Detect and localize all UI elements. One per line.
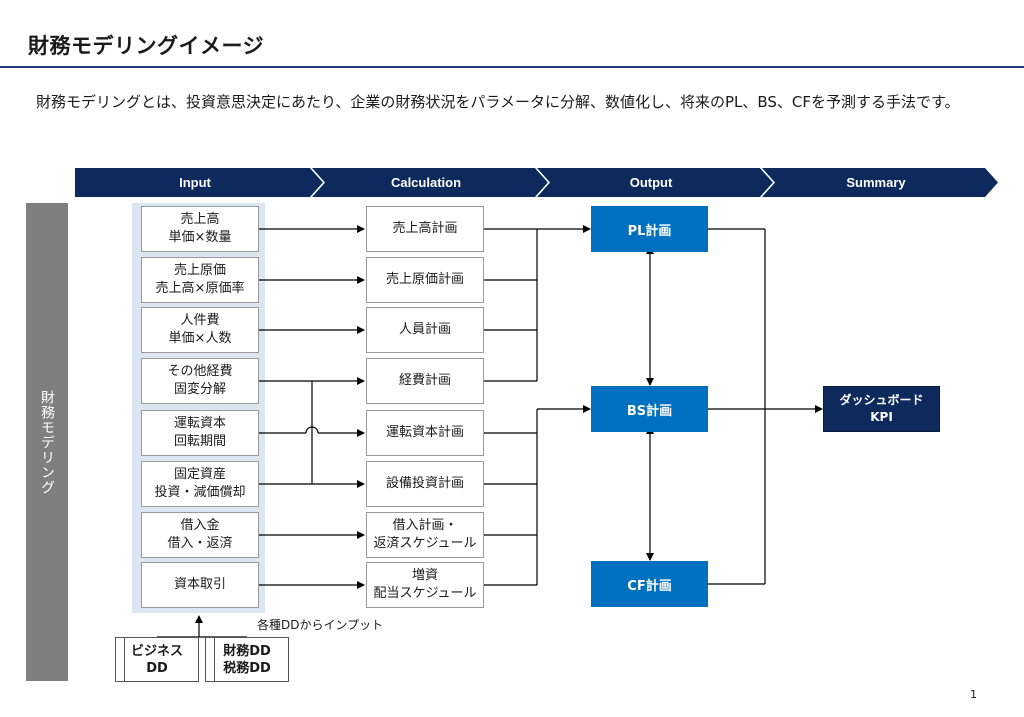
calc-box-working-capital-plan: 運転資本計画 (366, 410, 484, 456)
page-number: 1 (970, 688, 977, 701)
calc-box-expense-plan: 経費計画 (366, 358, 484, 404)
dd-box-finance-tax: 財務DD 税務DD (205, 637, 289, 682)
input-label: 借入金 (180, 518, 220, 533)
input-box-capital-transactions: 資本取引 (141, 562, 259, 608)
phase-label-summary: Summary (846, 175, 906, 190)
input-label: 人件費 (180, 313, 220, 328)
calc-sublabel: 返済スケジュール (373, 536, 477, 551)
input-sublabel: 単価×人数 (168, 331, 232, 346)
input-box-fixed-assets: 固定資産 投資・減価償却 (141, 461, 259, 507)
input-box-borrowings: 借入金 借入・返済 (141, 512, 259, 558)
input-box-sales: 売上高 単価×数量 (141, 206, 259, 252)
input-sublabel: 売上高×原価率 (155, 281, 245, 296)
input-box-other-expenses: その他経費 固変分解 (141, 358, 259, 404)
input-sublabel: 借入・返済 (167, 536, 233, 551)
phase-label-calculation: Calculation (390, 175, 462, 190)
input-box-working-capital: 運転資本 回転期間 (141, 410, 259, 456)
phase-chevron-output (536, 168, 773, 197)
calc-label: 売上高計画 (392, 221, 458, 236)
sidebar-label: 財務モデリング (39, 390, 55, 495)
description-text: 財務モデリングとは、投資意思決定にあたり、企業の財務状況をパラメータに分解、数値… (36, 93, 960, 111)
title-divider (0, 66, 1024, 68)
phase-chevron-summary (761, 168, 998, 197)
summary-label: ダッシュボード (839, 393, 924, 407)
input-sublabel: 投資・減価償却 (154, 485, 246, 500)
phase-chevron-input (75, 168, 323, 197)
calc-label: 借入計画・ (392, 518, 458, 533)
calc-label: 設備投資計画 (385, 476, 464, 491)
calc-box-sales-plan: 売上高計画 (366, 206, 484, 252)
calc-box-cogs-plan: 売上原価計画 (366, 257, 484, 303)
calc-box-capex-plan: 設備投資計画 (366, 461, 484, 507)
calc-sublabel: 配当スケジュール (373, 586, 477, 601)
dd-sublabel: 税務DD (223, 660, 271, 676)
input-label: 資本取引 (173, 577, 226, 592)
page-title: 財務モデリングイメージ (28, 34, 265, 58)
calc-label: 増資 (411, 568, 438, 583)
dd-sublabel: DD (146, 660, 168, 676)
calc-label: 人員計画 (398, 322, 451, 337)
calc-box-equity-dividend-plan: 増資 配当スケジュール (366, 562, 484, 608)
input-box-cogs: 売上原価 売上高×原価率 (141, 257, 259, 303)
input-box-personnel: 人件費 単価×人数 (141, 307, 259, 353)
phase-chevron-calculation (311, 168, 548, 197)
summary-sublabel: KPI (870, 410, 893, 424)
dd-label: 財務DD (223, 643, 271, 659)
calc-label: 売上原価計画 (385, 272, 464, 287)
input-label: 売上高 (180, 212, 220, 227)
calc-box-staffing-plan: 人員計画 (366, 307, 484, 353)
input-sublabel: 回転期間 (173, 434, 226, 449)
input-label: 運転資本 (173, 416, 226, 431)
input-label: 売上原価 (173, 263, 226, 278)
input-label: その他経費 (167, 364, 233, 379)
dd-box-business: ビジネス DD (115, 637, 199, 682)
input-sublabel: 単価×数量 (168, 230, 232, 245)
phase-label-output: Output (629, 175, 673, 190)
output-box-cf-plan: CF計画 (591, 561, 708, 607)
output-box-bs-plan: BS計画 (591, 386, 708, 432)
summary-box-dashboard-kpi: ダッシュボード KPI (823, 386, 940, 432)
input-sublabel: 固変分解 (173, 382, 226, 397)
sidebar-band (26, 203, 68, 681)
dd-label: ビジネス (130, 643, 183, 659)
phase-label-input: Input (179, 175, 211, 190)
calc-label: 運転資本計画 (385, 425, 464, 440)
calc-box-borrowing-plan: 借入計画・ 返済スケジュール (366, 512, 484, 558)
input-label: 固定資産 (173, 467, 226, 482)
dd-input-note: 各種DDからインプット (257, 618, 384, 632)
output-box-pl-plan: PL計画 (591, 206, 708, 252)
calc-label: 経費計画 (398, 373, 451, 388)
